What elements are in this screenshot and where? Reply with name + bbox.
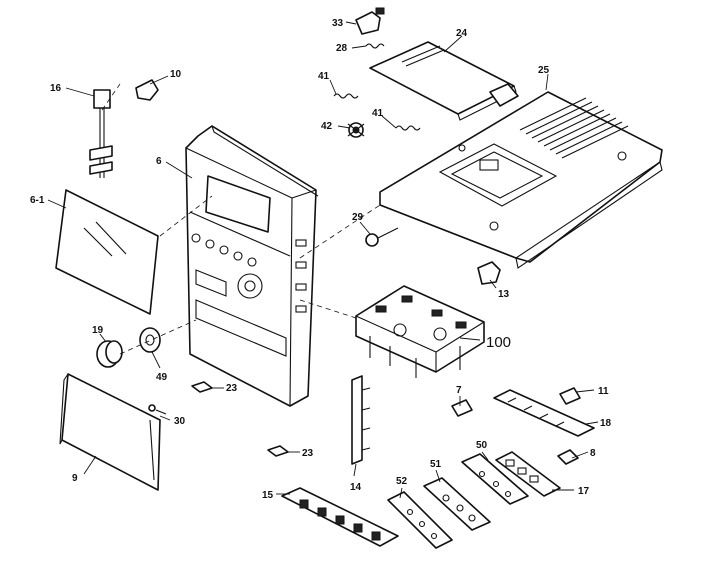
callout-42: 42 — [321, 121, 333, 132]
callout-29: 29 — [352, 212, 364, 223]
spring-part-28 — [365, 43, 385, 49]
callout-8: 8 — [590, 448, 596, 459]
front-panel-part — [185, 125, 319, 407]
gear-part-42 — [347, 122, 365, 138]
pcb-part-51 — [423, 477, 491, 531]
small-part-23b — [267, 445, 289, 457]
spring-part-41a — [333, 93, 359, 99]
callout-30: 30 — [174, 416, 186, 427]
callout-28: 28 — [336, 43, 348, 54]
pcb-part-52 — [387, 491, 453, 549]
switch-column-part-14 — [351, 375, 371, 465]
callout-13: 13 — [498, 289, 510, 300]
cassette-lid-part — [369, 41, 519, 121]
knob-part-19 — [96, 340, 123, 368]
callout-50: 50 — [476, 440, 488, 451]
callout-49: 49 — [156, 372, 168, 383]
switch-bank-part-15 — [281, 487, 399, 547]
small-part-8 — [557, 449, 579, 465]
small-part-11 — [559, 387, 581, 405]
switch-bank-part-17 — [495, 451, 561, 497]
callout-11: 11 — [598, 386, 609, 397]
callout-6-1: 6-1 — [30, 195, 45, 206]
callout-33: 33 — [332, 18, 344, 29]
callout-52: 52 — [396, 476, 408, 487]
pcb-part-50 — [461, 453, 529, 505]
small-part-23a — [191, 381, 213, 393]
small-part-30 — [148, 404, 167, 415]
callout-25: 25 — [538, 65, 550, 76]
callout-6: 6 — [156, 156, 162, 167]
tape-mechanism-part — [355, 285, 485, 378]
small-part-29 — [365, 227, 399, 247]
callout-19: 19 — [92, 325, 104, 336]
button-row — [191, 233, 257, 267]
spring-part-41b — [395, 125, 421, 131]
small-part-7 — [451, 399, 473, 417]
small-part-10 — [135, 79, 159, 101]
holder-part-49 — [139, 327, 161, 353]
callout-23b: 23 — [302, 448, 314, 459]
display-window-part — [55, 189, 159, 315]
vent-slots — [519, 97, 629, 159]
small-part-13 — [477, 261, 501, 285]
callout-9: 9 — [72, 473, 78, 484]
callout-41b: 41 — [372, 108, 384, 119]
assembly-lines — [101, 83, 381, 355]
top-cabinet-part — [379, 91, 663, 269]
switch-assembly-part-16 — [89, 89, 113, 178]
callout-17: 17 — [578, 486, 590, 497]
small-part-33 — [355, 7, 385, 35]
callout-51: 51 — [430, 459, 442, 470]
callout-23a: 23 — [226, 383, 238, 394]
callout-15: 15 — [262, 490, 274, 501]
door-panel-part — [59, 373, 161, 491]
leader-lines — [47, 21, 599, 499]
callout-41a: 41 — [318, 71, 330, 82]
callout-16: 16 — [50, 83, 62, 94]
callout-18: 18 — [600, 418, 612, 429]
callout-100: 100 — [486, 334, 511, 351]
callout-14: 14 — [350, 482, 362, 493]
callout-7: 7 — [456, 385, 462, 396]
bracket-part-18 — [493, 389, 595, 437]
callout-24: 24 — [456, 28, 468, 39]
callout-10: 10 — [170, 69, 182, 80]
callout-labels: 33 28 24 25 41 41 42 16 10 6 6-1 29 13 1… — [30, 18, 612, 501]
